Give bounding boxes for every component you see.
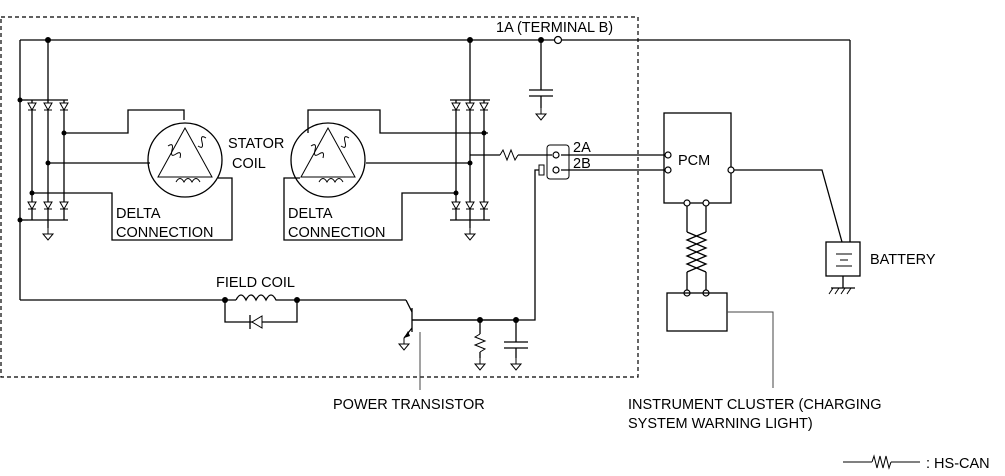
field-coil-circuit xyxy=(20,294,406,329)
instrument-cluster-label-1: INSTRUMENT CLUSTER (CHARGING xyxy=(628,397,882,413)
stator-coil-label-2: COIL xyxy=(232,156,266,172)
terminal-2b-label: 2B xyxy=(573,156,591,172)
instrument-cluster-leader xyxy=(727,311,774,388)
battery-symbol xyxy=(825,241,861,295)
legend-hs-can xyxy=(843,454,920,470)
left-rectifier xyxy=(17,40,233,300)
legend-hs-can-label: : HS-CAN xyxy=(926,456,990,472)
connector-2a-2b xyxy=(538,144,570,180)
terminal-2a-label: 2A xyxy=(573,140,591,156)
delta-connection-right-1: DELTA xyxy=(288,206,333,222)
delta-connection-right-2: CONNECTION xyxy=(288,225,385,241)
terminal-b-label: 1A (TERMINAL B) xyxy=(496,20,613,36)
terminal-2a-circuit xyxy=(499,148,668,162)
b-plus-bus xyxy=(20,35,851,242)
pcm-battery-wire xyxy=(734,169,843,243)
instrument-cluster-label-2: SYSTEM WARNING LIGHT) xyxy=(628,416,813,432)
battery-label: BATTERY xyxy=(870,252,936,268)
left-stator-coil xyxy=(147,122,223,198)
hs-can-twisted-pair xyxy=(683,206,710,297)
instrument-cluster-box xyxy=(666,292,728,332)
generator-boundary xyxy=(0,16,639,378)
power-transistor-label: POWER TRANSISTOR xyxy=(333,397,485,413)
power-transistor-symbol xyxy=(398,299,528,390)
delta-connection-left-1: DELTA xyxy=(116,206,161,222)
right-stator-coil xyxy=(283,109,488,241)
pcm-label: PCM xyxy=(678,153,710,169)
stator-coil-label-1: STATOR xyxy=(228,136,284,152)
delta-connection-left-2: CONNECTION xyxy=(116,225,213,241)
right-rectifier xyxy=(450,40,500,241)
field-coil-label: FIELD COIL xyxy=(216,275,295,291)
